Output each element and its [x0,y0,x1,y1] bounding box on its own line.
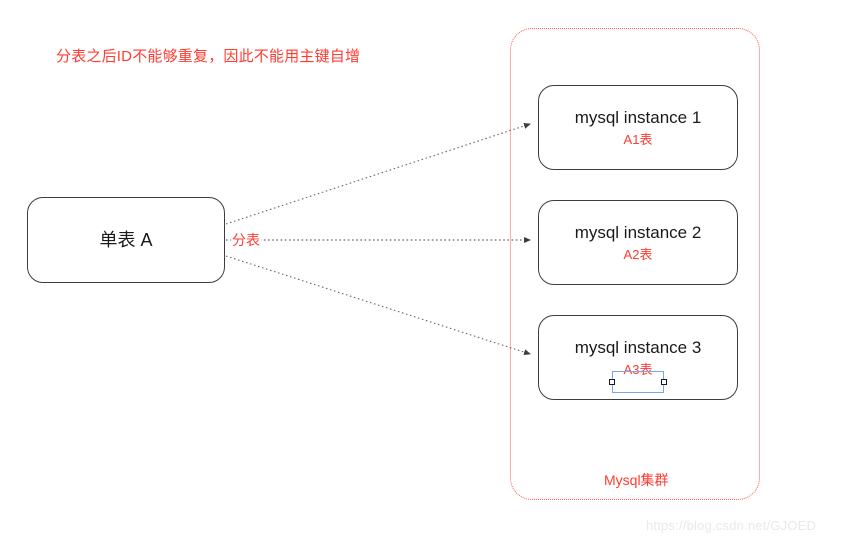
node-mysql-instance-2-title: mysql instance 2 [574,223,702,243]
selection-handle-right[interactable] [661,379,667,385]
selection-handle-left[interactable] [609,379,615,385]
edge-single-to-instance-3 [225,255,531,356]
node-mysql-instance-1-table-label: A1表 [623,132,653,148]
node-mysql-instance-3[interactable]: mysql instance 3 A3表 [538,315,738,400]
edge-label-sharding: 分表 [231,230,261,250]
mysql-cluster-label: Mysql集群 [604,472,669,488]
node-mysql-instance-1-title: mysql instance 1 [574,108,702,128]
watermark-text: https://blog.csdn.net/GJOED [646,518,817,533]
node-mysql-instance-3-title: mysql instance 3 [574,338,702,358]
node-single-table[interactable]: 单表 A [27,197,225,283]
selection-outline[interactable] [612,371,664,393]
top-annotation-text: 分表之后ID不能够重复，因此不能用主键自增 [56,48,361,65]
node-mysql-instance-1[interactable]: mysql instance 1 A1表 [538,85,738,170]
mysql-cluster-container [510,28,760,500]
node-mysql-instance-3-table-label: A3表 [623,362,653,378]
node-mysql-instance-2-table-label: A2表 [623,247,653,263]
edge-single-to-instance-1 [225,123,531,225]
node-single-table-title: 单表 A [99,229,153,250]
node-mysql-instance-2[interactable]: mysql instance 2 A2表 [538,200,738,285]
